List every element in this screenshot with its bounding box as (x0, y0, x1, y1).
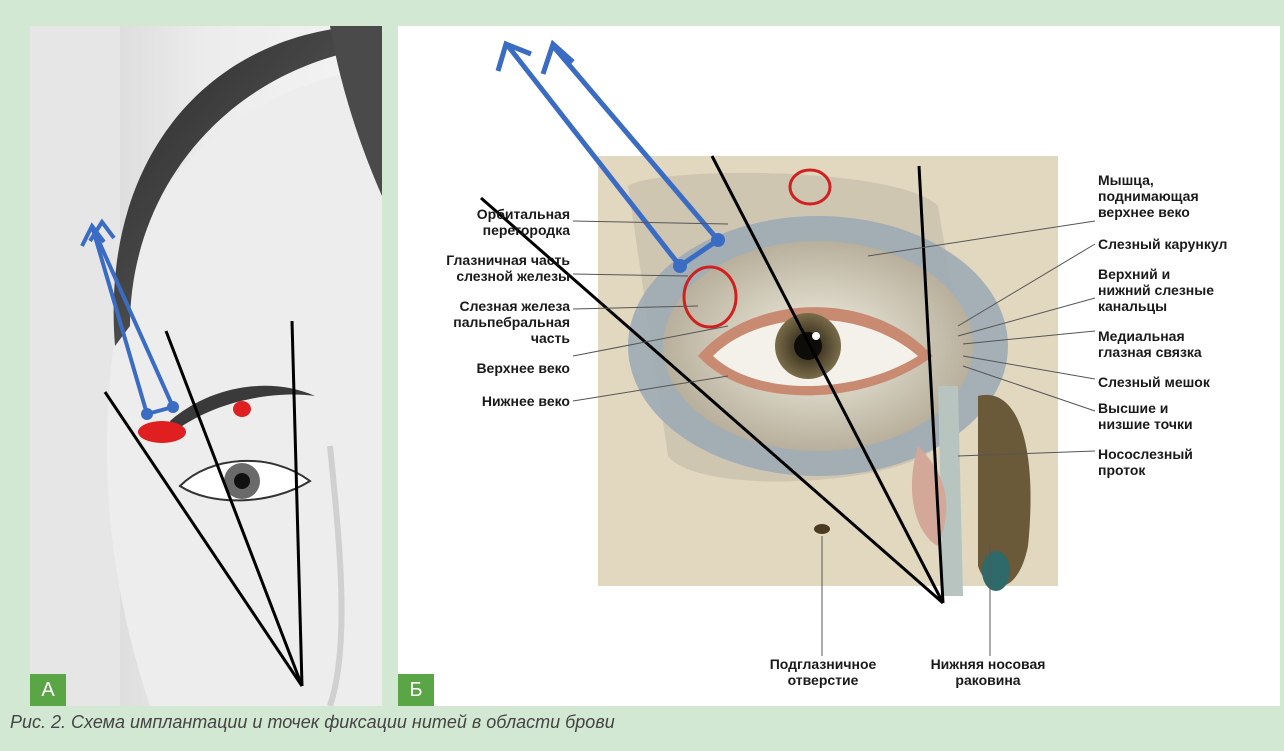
label-nasolacrimal-duct: Носослезный проток (1098, 446, 1193, 478)
fixation-zone (138, 421, 186, 443)
label-levator-muscle: Мышца, поднимающая верхнее веко (1098, 172, 1199, 220)
panel-a-face: А (30, 26, 382, 706)
label-orbital-septum: Орбитальная перегородка (477, 206, 570, 238)
label-lacrimal-sac: Слезный мешок (1098, 374, 1210, 390)
label-inferior-nasal-concha: Нижняя носовая раковина (888, 656, 1088, 688)
face-illustration (30, 26, 382, 706)
label-upper-eyelid: Верхнее веко (476, 360, 570, 376)
panel-letter-a: А (30, 674, 66, 706)
label-lacrimal-caruncle: Слезный карункул (1098, 236, 1227, 252)
fixation-zone (233, 401, 251, 417)
label-lower-eyelid: Нижнее веко (482, 393, 570, 409)
fixation-point (711, 233, 725, 247)
label-lacrimal-canaliculi: Верхний и нижний слезные канальцы (1098, 266, 1214, 314)
fixation-point (167, 401, 179, 413)
label-lacrimal-gland-orbital: Глазничная часть слезной железы (446, 252, 570, 284)
label-lacrimal-puncta: Высшие и низшие точки (1098, 400, 1193, 432)
panel-letter-b: Б (398, 674, 434, 706)
figure-caption: Рис. 2. Схема имплантации и точек фиксац… (10, 712, 615, 733)
label-lacrimal-gland-palpebral: Слезная железа пальпебральная часть (453, 298, 570, 346)
label-medial-palpebral-ligament: Медиальная глазная связка (1098, 328, 1202, 360)
fixation-point (673, 259, 687, 273)
panel-b-anatomy: Орбитальная перегородка Глазничная часть… (398, 26, 1280, 706)
fixation-point (141, 408, 153, 420)
